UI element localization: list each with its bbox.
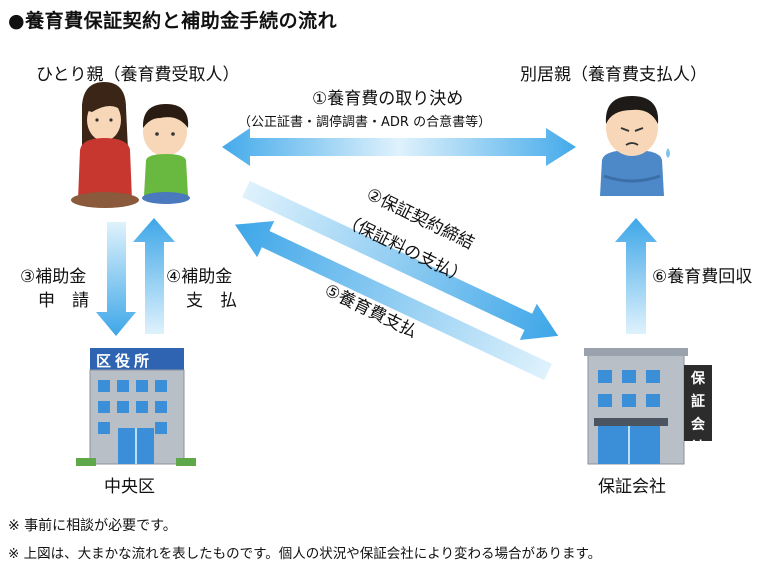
page-title: ●養育費保証契約と補助金手続の流れ [8, 10, 338, 32]
arrow-collection [615, 218, 657, 334]
mother-illustration [71, 82, 139, 208]
step4-line2: 支 払 [186, 291, 237, 311]
note-disclaimer: ※ 上図は、大まかな流れを表したものです。個人の状況や保証会社により変わる場合が… [8, 546, 602, 562]
arrow-guarantee-contract [242, 180, 559, 340]
step3-line2: 申 請 [38, 291, 89, 311]
ward-office-building [76, 348, 196, 466]
arrow-child-support-payment [234, 221, 552, 381]
ward-office-sign: 区役所 [96, 352, 154, 370]
guarantee-company-building [584, 348, 712, 465]
guarantee-company-sign: 保証会社 [691, 371, 705, 456]
guarantee-company-label: 保証会社 [598, 477, 666, 497]
ward-office-label: 中央区 [104, 477, 155, 497]
single-parent-label: ひとり親（養育費受取人） [36, 65, 240, 85]
step1-title: ①養育費の取り決め [312, 89, 464, 109]
separated-parent-label: 別居親（養育費支払人） [520, 65, 707, 85]
note-consultation: ※ 事前に相談が必要です。 [8, 518, 177, 534]
step1-detail: （公正証書・調停調書・ADR の合意書等） [238, 115, 492, 130]
step6-label: ⑥養育費回収 [652, 267, 753, 287]
step4-line1: ④補助金 [166, 267, 233, 287]
child-illustration [142, 104, 190, 204]
arrow-subsidy-payment [133, 218, 175, 334]
separated-parent-illustration [600, 96, 670, 196]
step3-line1: ③補助金 [20, 267, 87, 287]
arrow-subsidy-application [96, 222, 136, 336]
arrow-agreement [222, 128, 576, 166]
